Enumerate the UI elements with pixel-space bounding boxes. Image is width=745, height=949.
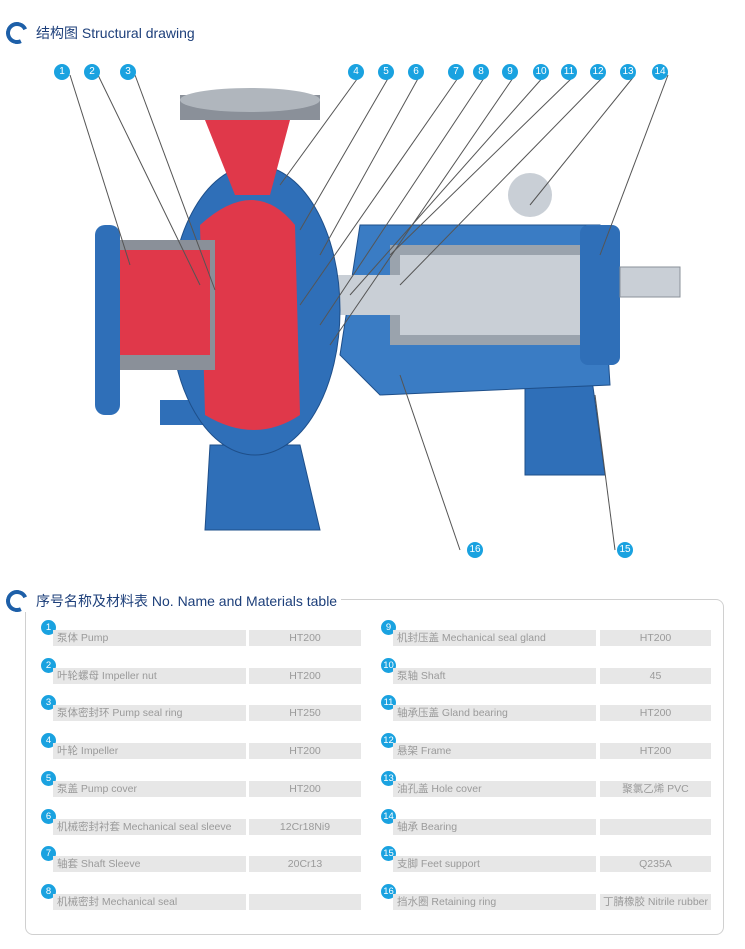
part-material: HT250	[249, 705, 361, 722]
table-row: 11 轴承压盖 Gland bearing HT200	[26, 695, 723, 722]
table-row: 16 挡水圈 Retaining ring 丁腈橡胶 Nitrile rubbe…	[26, 883, 723, 910]
part-material	[249, 893, 361, 910]
table-row: 6 机械密封衬套 Mechanical seal sleeve 12Cr18Ni…	[26, 808, 723, 835]
row-number-badge: 5	[41, 770, 56, 786]
table-row: 9 机封压盖 Mechanical seal gland HT200	[26, 620, 723, 646]
row-number-badge: 11	[381, 695, 396, 711]
row-number-badge: 15	[381, 846, 396, 862]
row-number-badge: 8	[41, 883, 56, 899]
callout-5: 5	[378, 64, 394, 80]
part-name: 泵盖 Pump cover	[53, 780, 246, 797]
callout-10: 10	[533, 64, 549, 80]
part-name: 叶轮 Impeller	[53, 743, 246, 760]
part-material: HT200	[600, 743, 711, 760]
callout-1: 1	[54, 64, 70, 80]
row-number-badge: 6	[41, 808, 56, 824]
part-material: 20Cr13	[249, 856, 361, 873]
row-number-badge: 9	[381, 620, 396, 635]
row-number-badge: 12	[381, 733, 396, 749]
part-name: 支脚 Feet support	[393, 856, 596, 873]
part-material	[600, 818, 711, 835]
part-name: 机封压盖 Mechanical seal gland	[393, 630, 596, 646]
part-material: HT200	[600, 630, 711, 646]
section-title: 序号名称及材料表 No. Name and Materials table	[36, 593, 338, 609]
row-number-badge: 16	[381, 883, 396, 899]
part-material: HT200	[600, 705, 711, 722]
structural-drawing-header: 结构图 Structural drawing	[2, 18, 195, 48]
part-material: HT200	[249, 743, 361, 760]
part-material: HT200	[249, 630, 361, 646]
table-row: 15 支脚 Feet support Q235A	[26, 846, 723, 873]
part-name: 轴套 Shaft Sleeve	[53, 856, 246, 873]
table-row: 13 油孔盖 Hole cover 聚氯乙烯 PVC	[26, 770, 723, 797]
part-name: 机械密封 Mechanical seal	[53, 893, 246, 910]
part-name: 泵轴 Shaft	[393, 667, 596, 684]
part-material: 12Cr18Ni9	[249, 818, 361, 835]
part-name: 机械密封衬套 Mechanical seal sleeve	[53, 818, 246, 835]
table-row: 2 叶轮螺母 Impeller nut HT200	[26, 657, 723, 684]
part-name: 悬架 Frame	[393, 743, 596, 760]
row-number-badge: 14	[381, 808, 396, 824]
row-number-badge: 1	[41, 620, 56, 635]
table-row: 3 泵体密封环 Pump seal ring HT250	[26, 695, 723, 722]
part-material: HT200	[249, 780, 361, 797]
part-name: 泵体 Pump	[53, 630, 246, 646]
part-name: 油孔盖 Hole cover	[393, 780, 596, 797]
part-name: 轴承压盖 Gland bearing	[393, 705, 596, 722]
section-c-icon	[2, 586, 32, 616]
part-name: 挡水圈 Retaining ring	[393, 893, 596, 910]
section-c-icon	[2, 18, 32, 48]
table-row: 10 泵轴 Shaft 45	[26, 657, 723, 684]
part-name: 泵体密封环 Pump seal ring	[53, 705, 246, 722]
callout-8: 8	[473, 64, 489, 80]
callout-13: 13	[620, 64, 636, 80]
part-name: 轴承 Bearing	[393, 818, 596, 835]
row-number-badge: 10	[381, 657, 396, 673]
table-row: 8 机械密封 Mechanical seal	[26, 883, 723, 910]
section-title: 结构图 Structural drawing	[36, 25, 195, 41]
callout-7: 7	[448, 64, 464, 80]
table-row: 7 轴套 Shaft Sleeve 20Cr13	[26, 846, 723, 873]
row-number-badge: 3	[41, 695, 56, 711]
callout-2: 2	[84, 64, 100, 80]
table-row: 12 悬架 Frame HT200	[26, 733, 723, 760]
callout-6: 6	[408, 64, 424, 80]
callout-16: 16	[467, 542, 483, 558]
part-name: 叶轮螺母 Impeller nut	[53, 667, 246, 684]
table-row: 4 叶轮 Impeller HT200	[26, 733, 723, 760]
part-material: 丁腈橡胶 Nitrile rubber	[600, 893, 711, 910]
part-material: Q235A	[600, 856, 711, 873]
callout-12: 12	[590, 64, 606, 80]
row-number-badge: 4	[41, 733, 56, 749]
callout-14: 14	[652, 64, 668, 80]
table-row: 14 轴承 Bearing	[26, 808, 723, 835]
part-material: HT200	[249, 667, 361, 684]
materials-table-header: 序号名称及材料表 No. Name and Materials table	[2, 586, 342, 616]
callout-11: 11	[561, 64, 577, 80]
pump-illustration	[95, 88, 681, 531]
part-material: 45	[600, 667, 711, 684]
table-row: 5 泵盖 Pump cover HT200	[26, 770, 723, 797]
row-number-badge: 7	[41, 846, 56, 862]
callout-4: 4	[348, 64, 364, 80]
row-number-badge: 13	[381, 770, 396, 786]
callout-3: 3	[120, 64, 136, 80]
table-row: 1 泵体 Pump HT200	[26, 620, 723, 646]
callout-9: 9	[502, 64, 518, 80]
pump-structural-drawing	[69, 74, 681, 551]
callout-15: 15	[617, 542, 633, 558]
row-number-badge: 2	[41, 657, 56, 673]
part-material: 聚氯乙烯 PVC	[600, 780, 711, 797]
